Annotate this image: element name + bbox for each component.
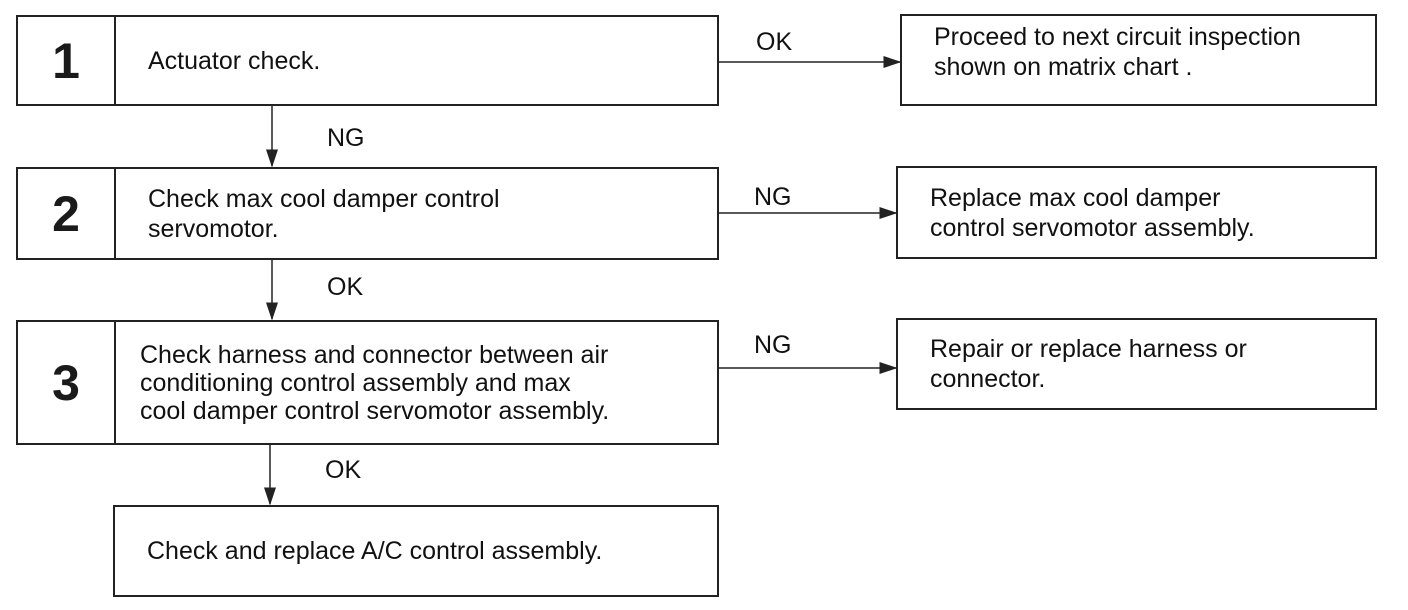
result-text: Repair or replace harness or connector. <box>930 335 1247 393</box>
branch-label-step1-ng: NG <box>327 124 365 152</box>
step-2-box: 2 Check max cool damper control servomot… <box>16 167 719 260</box>
result-box-2: Replace max cool damper control servomot… <box>896 166 1377 259</box>
result-box-3: Repair or replace harness or connector. <box>896 318 1377 410</box>
branch-label-step3-ng: NG <box>754 331 792 359</box>
step-number: 1 <box>18 17 116 104</box>
branch-label-step3-ok: OK <box>325 456 362 484</box>
result-box-1: Proceed to next circuit inspection shown… <box>900 14 1377 106</box>
step-1-box: 1 Actuator check. <box>16 15 719 106</box>
step-number: 2 <box>18 169 116 258</box>
step-number: 3 <box>18 322 116 443</box>
branch-label-step1-ok: OK <box>756 28 793 56</box>
result-text: Proceed to next circuit inspection shown… <box>934 23 1301 81</box>
branch-label-step2-ok: OK <box>327 273 364 301</box>
final-action-box: Check and replace A/C control assembly. <box>113 505 719 597</box>
step-text: Check max cool damper control servomotor… <box>148 184 500 243</box>
step-3-box: 3 Check harness and connector between ai… <box>16 320 719 445</box>
branch-label-step2-ng: NG <box>754 183 792 211</box>
result-text: Replace max cool damper control servomot… <box>930 183 1255 242</box>
final-action-text: Check and replace A/C control assembly. <box>147 537 603 565</box>
step-text: Check harness and connector between air … <box>140 340 610 425</box>
step-text: Actuator check. <box>148 46 321 75</box>
